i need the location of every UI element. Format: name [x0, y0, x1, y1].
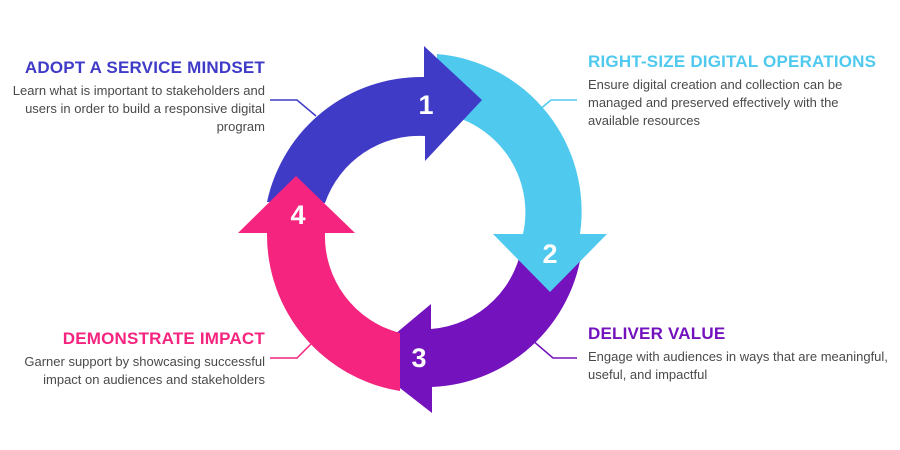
- step-1-title: ADOPT A SERVICE MINDSET: [24, 58, 265, 77]
- connector-line-3: [531, 339, 577, 359]
- step-4-block: DEMONSTRATE IMPACT Garner support by sho…: [10, 329, 265, 389]
- step-1-description: Learn what is important to stakeholders …: [12, 83, 265, 134]
- step-2-title: RIGHT-SIZE DIGITAL OPERATIONS: [588, 52, 877, 71]
- step-number-3: 3: [411, 343, 426, 373]
- step-4-title: DEMONSTRATE IMPACT: [62, 329, 265, 348]
- step-number-1: 1: [418, 90, 433, 120]
- connector-line-1: [270, 99, 317, 117]
- arrow-segment-2: [437, 54, 607, 292]
- step-3-title: DELIVER VALUE: [588, 324, 726, 343]
- arrow-segment-3: [364, 238, 583, 413]
- step-4-description: Garner support by showcasing successful …: [24, 354, 265, 387]
- arrow-segment-1: [267, 46, 482, 203]
- step-3-description: Engage with audiences in ways that are m…: [588, 349, 888, 382]
- step-1-block: ADOPT A SERVICE MINDSET Learn what is im…: [10, 58, 265, 136]
- connector-line-4: [270, 339, 316, 359]
- step-number-2: 2: [542, 239, 557, 269]
- arrow-segment-4: [238, 176, 400, 391]
- step-2-description: Ensure digital creation and collection c…: [588, 77, 843, 128]
- step-number-4: 4: [290, 200, 305, 230]
- step-2-block: RIGHT-SIZE DIGITAL OPERATIONS Ensure dig…: [588, 52, 888, 130]
- step-3-block: DELIVER VALUE Engage with audiences in w…: [588, 324, 888, 384]
